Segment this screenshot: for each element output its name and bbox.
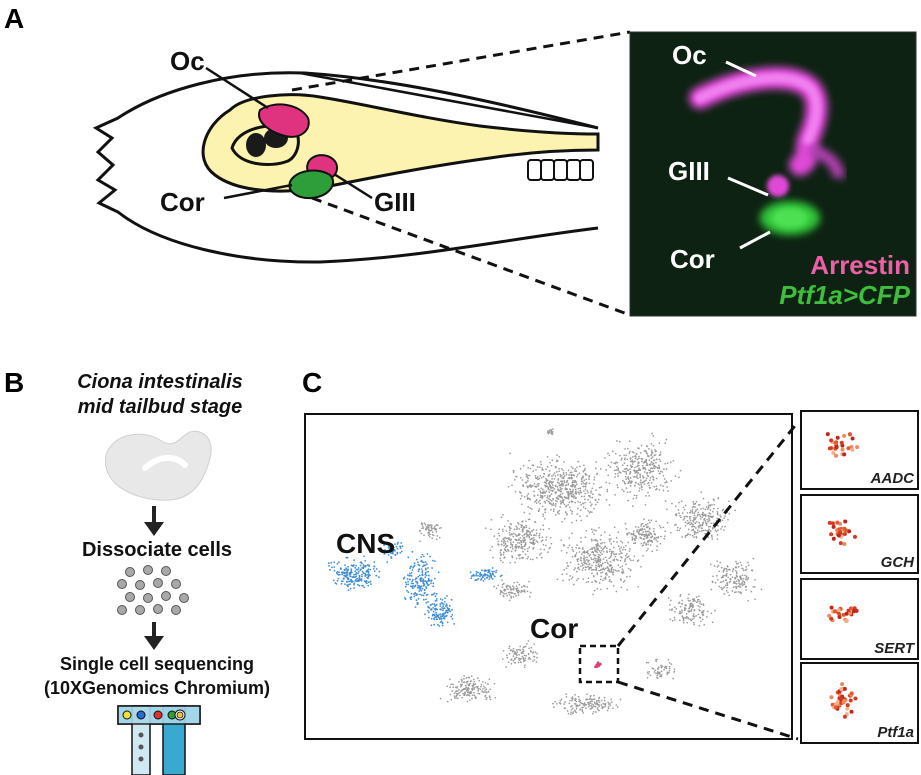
gene-plot-aadc: AADC	[800, 410, 919, 490]
legend-ptf1a-cfp: Ptf1a>CFP	[779, 280, 910, 310]
gene-label-sert: SERT	[874, 640, 916, 657]
zoom-line-c-top	[616, 421, 800, 647]
microfluidic-chip	[117, 705, 201, 775]
stage-name: mid tailbud stage	[78, 396, 242, 418]
micro-label-cor: Cor	[670, 244, 715, 274]
micro-label-giii: GIII	[668, 156, 710, 186]
gene-plot-sert: SERT	[800, 578, 919, 660]
larva-body-outline	[92, 71, 599, 264]
arrow-down-1	[144, 506, 164, 536]
species-name: Ciona intestinalis	[77, 371, 243, 393]
zoom-line-c-bottom	[617, 680, 799, 741]
tsne-plot	[327, 428, 763, 716]
gene-plot-gch: GCH	[800, 494, 919, 574]
cluster-label-cns: CNS	[336, 528, 395, 559]
zoom-line-bottom	[311, 196, 631, 317]
larva-schematic	[92, 66, 600, 264]
label-cor: Cor	[160, 187, 205, 217]
arrow-down-2	[144, 622, 164, 650]
legend-arrestin: Arrestin	[810, 250, 910, 280]
embryo-silhouette	[105, 430, 212, 501]
gene-label-ptf1a: Ptf1a	[877, 724, 914, 741]
dissociated-cells	[117, 565, 189, 615]
step-sequencing: Single cell sequencing	[60, 654, 254, 674]
otolith	[246, 133, 266, 157]
platform-name: (10XGenomics Chromium)	[44, 678, 270, 698]
panel-c-letter: C	[302, 367, 322, 398]
sensory-vesicle-outline	[230, 124, 300, 167]
micro-label-oc: Oc	[672, 40, 707, 70]
arrestin-giii-signal	[767, 175, 789, 197]
tail-notochord-segments	[527, 159, 594, 181]
label-oc: Oc	[170, 46, 205, 76]
coronet-cells	[288, 169, 335, 200]
gene-label-aadc: AADC	[870, 470, 915, 487]
cor-zoom-box	[578, 644, 620, 684]
label-giii: GIII	[374, 187, 416, 217]
step-dissociate: Dissociate cells	[82, 539, 232, 561]
ocellus-oc	[258, 103, 310, 138]
cluster-label-cor: Cor	[530, 613, 578, 644]
fluorescence-micrograph	[629, 31, 917, 317]
panel-a-letter: A	[4, 3, 24, 34]
gene-feature-plots: AADC GCH SERT Ptf1a	[800, 410, 919, 744]
panel-b-letter: B	[4, 367, 24, 398]
zoom-line-top	[291, 30, 631, 92]
gene-label-gch: GCH	[881, 554, 916, 571]
tsne-plot-frame	[304, 413, 793, 740]
gene-plot-ptf1a: Ptf1a	[800, 662, 919, 744]
